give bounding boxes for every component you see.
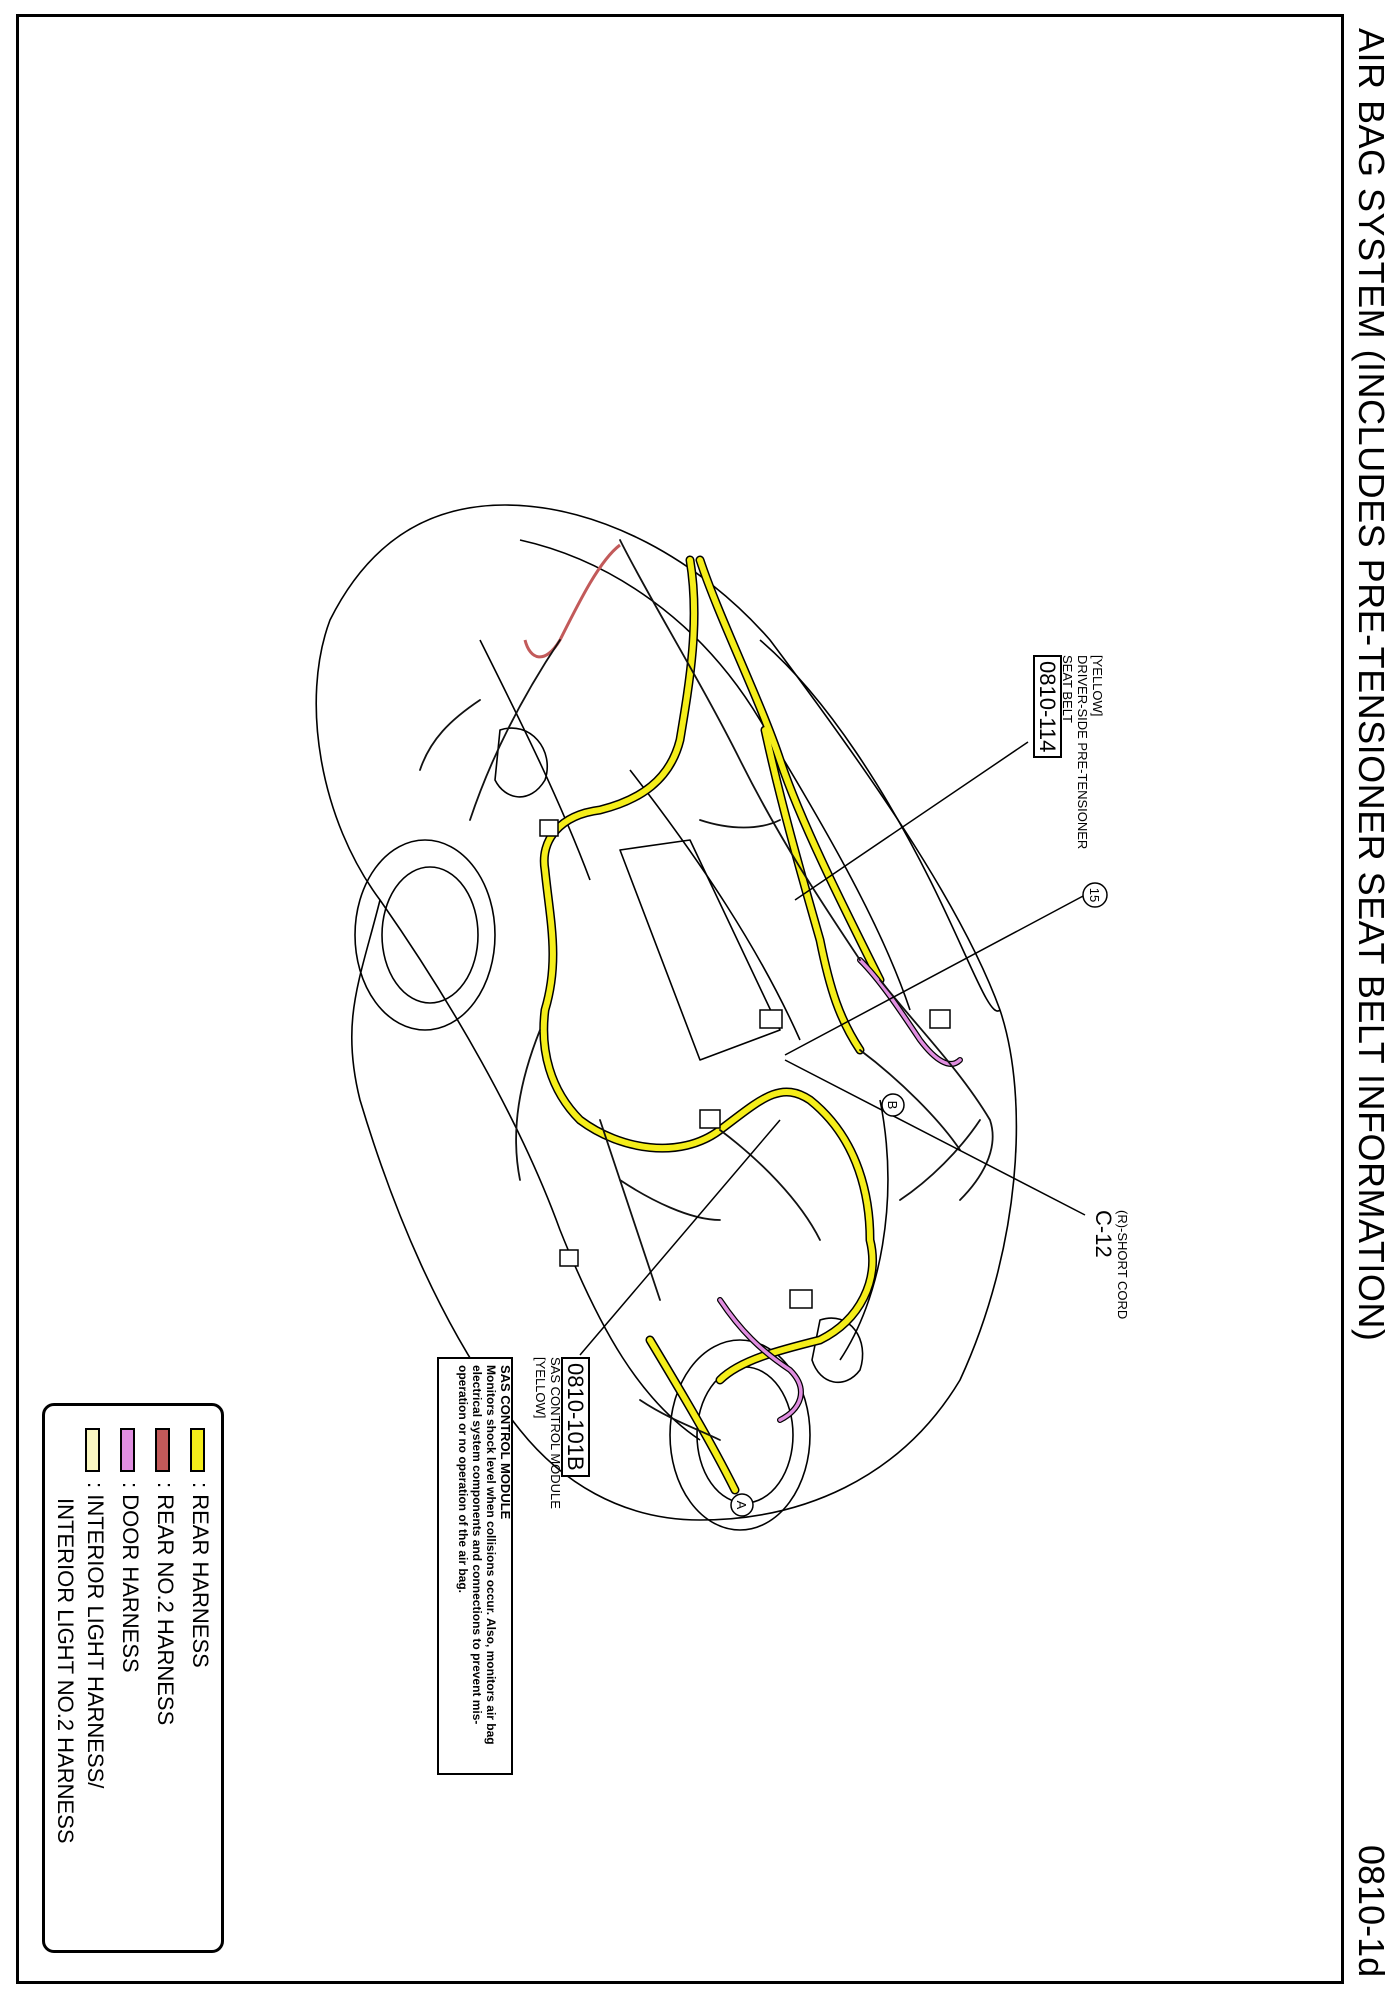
connector-block-6 <box>559 1249 579 1267</box>
car-hood-line <box>839 1099 889 1361</box>
black-wire-8 <box>699 819 781 829</box>
car-body-outline <box>315 504 1018 1521</box>
sas-module-leader <box>579 1119 781 1356</box>
connector-block-5 <box>929 1009 951 1029</box>
short-cord-code: C-12 <box>1091 1210 1116 1258</box>
car-side-line <box>379 899 701 1441</box>
marker-b-circle <box>881 1093 905 1117</box>
short-cord-name: (R)-SHORT CORD <box>1115 1210 1130 1320</box>
seat-rear-shape <box>494 727 548 798</box>
sas-module-color-note: [YELLOW] <box>533 1357 548 1419</box>
rear-harness-1 <box>540 557 876 1383</box>
black-wire-1 <box>619 539 861 961</box>
black-wire-2 <box>469 639 561 821</box>
connector-block-1 <box>759 1009 783 1029</box>
connector-15-circle <box>1082 882 1108 908</box>
car-windshield <box>629 769 801 1041</box>
legend-label-door-harness: : DOOR HARNESS <box>118 1482 143 1673</box>
connector-block-3 <box>789 1289 813 1309</box>
car-rear-line <box>759 639 1001 1012</box>
legend-swatch-rear-no2-harness <box>155 1428 170 1472</box>
connector-block-4 <box>539 819 559 837</box>
legend-swatch-interior-light-harness <box>85 1428 100 1472</box>
legend-swatch-rear-harness <box>190 1428 205 1472</box>
rear-harness-2 <box>762 727 863 1053</box>
legend-label-interior-light-no2-harness: INTERIOR LIGHT NO.2 HARNESS <box>53 1498 78 1844</box>
connector-15-leader <box>784 894 1086 1056</box>
car-door-seam <box>479 639 591 881</box>
pretensioner-name-line2: SEAT BELT <box>1060 655 1075 723</box>
legend-label-rear-no2-harness: : REAR NO.2 HARNESS <box>153 1482 178 1726</box>
connector-15-number: 15 <box>1087 888 1102 902</box>
front-wheel-outer <box>669 1339 811 1531</box>
marker-b-label: B <box>885 1101 900 1110</box>
black-wire-12 <box>639 1399 721 1441</box>
rear-wheel-inner <box>381 866 479 1004</box>
short-cord-leader <box>784 1059 1086 1216</box>
rear-harness-outline-2 <box>760 725 865 1055</box>
black-wire-9 <box>859 1049 961 1151</box>
black-wire-7 <box>419 699 481 771</box>
connector-block-2 <box>699 1109 721 1129</box>
pretensioner-leader <box>794 741 1029 901</box>
rear-wheel-outer <box>354 839 496 1031</box>
black-wire-5 <box>515 1029 541 1181</box>
short-cord-callout: (R)-SHORT CORD C-12 <box>1091 1210 1130 1319</box>
rear-harness-4 <box>647 1337 738 1493</box>
marker-a-circle <box>730 1493 754 1517</box>
pretensioner-code: 0810-114 <box>1033 655 1062 759</box>
pretensioner-callout: [YELLOW] DRIVER-SIDE PRE-TENSIONER SEAT … <box>1033 655 1105 850</box>
black-wire-10 <box>619 1179 721 1221</box>
sas-box-description: Monitors shock level when collisions occ… <box>456 1365 498 1745</box>
black-wire-6 <box>719 1129 821 1241</box>
sas-box-title: SAS CONTROL MODULE <box>498 1365 513 1520</box>
legend-label-interior-light-harness: : INTERIOR LIGHT HARNESS/ <box>83 1482 108 1789</box>
black-wire-11 <box>899 1119 981 1201</box>
legend-swatch-door-harness <box>120 1428 135 1472</box>
pretensioner-name-line1: DRIVER-SIDE PRE-TENSIONER <box>1075 655 1090 850</box>
legend-label-rear-harness: : REAR HARNESS <box>188 1482 213 1668</box>
car-roof-line <box>519 539 911 1011</box>
sas-module-name: SAS CONTROL MODULE <box>548 1357 563 1509</box>
sas-module-description-box: SAS CONTROL MODULE Monitors shock level … <box>437 1357 513 1775</box>
black-wire-4 <box>599 1119 661 1301</box>
door-harness-2 <box>718 1298 803 1422</box>
rear-no2-harness <box>523 543 621 659</box>
sas-module-code: 0810-101B <box>561 1357 590 1477</box>
sas-module-callout: 0810-101B SAS CONTROL MODULE [YELLOW] <box>533 1357 590 1509</box>
marker-a-label: A <box>734 1501 749 1510</box>
page-frame <box>16 14 1344 1984</box>
black-wire-3 <box>879 979 994 1201</box>
car-floor-outline <box>619 839 781 1061</box>
door-harness-1 <box>858 958 962 1066</box>
harness-legend: : REAR HARNESS : REAR NO.2 HARNESS : DOO… <box>42 1403 224 1953</box>
pretensioner-color-note: [YELLOW] <box>1090 655 1105 717</box>
rear-harness-3 <box>697 557 883 983</box>
